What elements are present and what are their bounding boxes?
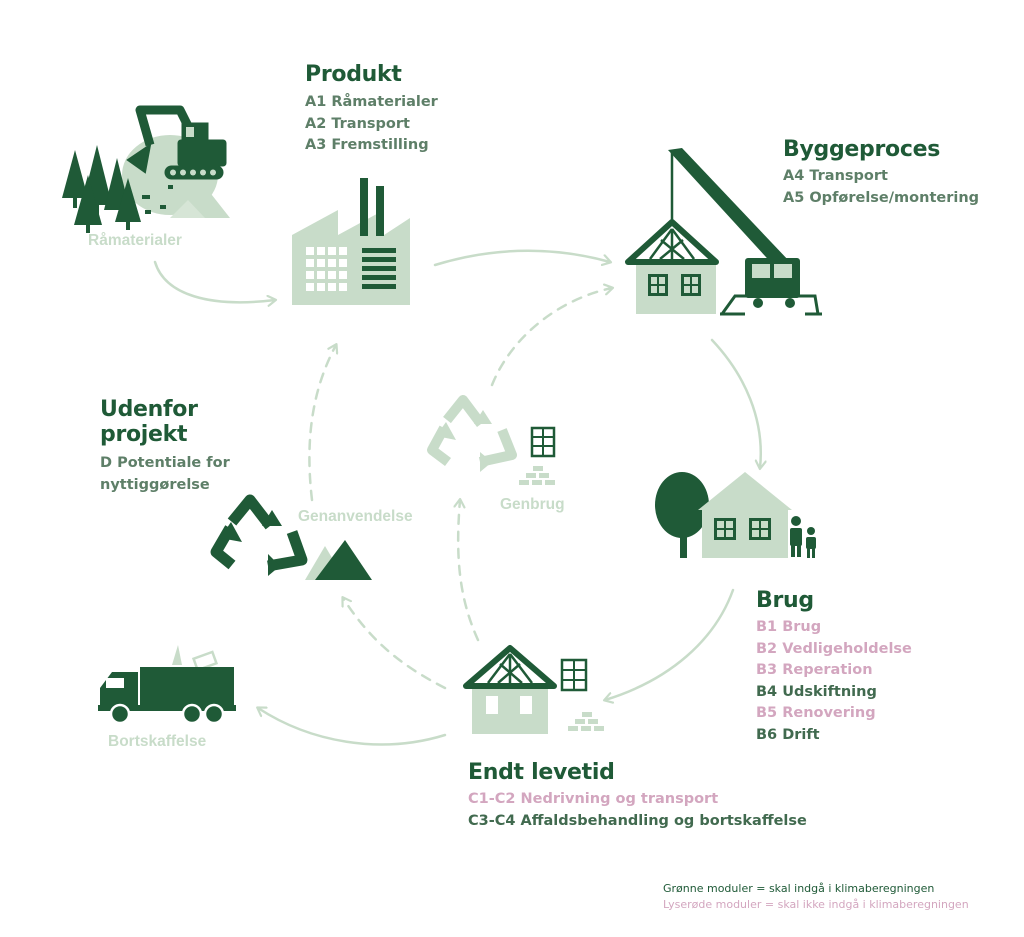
byggeproces-item-a5: A5 Opførelse/montering [783, 189, 980, 206]
label-bortskaffelse: Bortskaffelse [108, 733, 207, 750]
recycling-icon [210, 494, 372, 580]
arrow-use-to-endoflife [605, 588, 735, 700]
endt-levetid-list: C1-C2 Nedrivning og transport C3-C4 Affa… [468, 789, 807, 832]
use-icon [655, 472, 816, 558]
endt-levetid-title: Endt levetid [468, 760, 615, 785]
udenfor-title-line1: Udenfor [100, 397, 198, 422]
udenfor-projekt-desc: D Potentiale for nyttiggørelse [100, 453, 230, 496]
reuse-icon [427, 395, 556, 485]
end-of-life-icon [463, 645, 604, 734]
flow-arrows [153, 249, 761, 746]
arrow-reuse-to-build [490, 288, 612, 387]
produkt-list: A1 Råmaterialer A2 Transport A3 Fremstil… [305, 92, 438, 157]
produkt-title: Produkt [305, 62, 402, 87]
endt-levetid-item-c3c4: C3-C4 Affaldsbehandling og bortskaffelse [468, 812, 807, 829]
endt-levetid-item-c1c2: C1-C2 Nedrivning og transport [468, 791, 719, 807]
byggeproces-item-a4: A4 Transport [783, 168, 888, 184]
udenfor-desc-line2: nyttiggørelse [100, 476, 210, 493]
label-ramaterialer: Råmaterialer [88, 232, 182, 249]
produkt-item-a3: A3 Fremstilling [305, 137, 429, 153]
arrow-product-to-build [433, 249, 610, 267]
legend-green: Grønne moduler = skal indgå i klimabereg… [663, 882, 935, 895]
brug-item-b4: B4 Udskiftning [756, 683, 877, 700]
udenfor-desc-line1: D Potentiale for [100, 455, 230, 471]
brug-title: Brug [756, 588, 814, 613]
produkt-item-a2: A2 Transport [305, 115, 410, 132]
arrow-endoflife-to-disposal [258, 708, 447, 746]
arrow-build-to-use [710, 338, 761, 468]
label-genanvendelse: Genanvendelse [298, 508, 413, 525]
brug-item-b6: B6 Drift [756, 726, 820, 743]
factory-icon [292, 178, 410, 305]
produkt-item-a1: A1 Råmaterialer [305, 94, 438, 110]
arrow-endoflife-to-recycling [343, 598, 447, 690]
udenfor-projekt-title: Udenfor projekt [100, 397, 198, 447]
byggeproces-list: A4 Transport A5 Opførelse/montering [783, 166, 979, 209]
brug-item-b1: B1 Brug [756, 619, 822, 635]
byggeproces-title: Byggeproces [783, 137, 940, 162]
brug-item-b3: B3 Reperation [756, 662, 873, 678]
label-genbrug: Genbrug [500, 496, 565, 513]
brug-item-b2: B2 Vedligeholdelse [756, 640, 912, 657]
recycle-arrows [308, 288, 612, 690]
arrow-recycling-to-product [308, 345, 336, 502]
arrow-endoflife-to-reuse [458, 500, 480, 642]
brug-item-b5: B5 Renovering [756, 705, 876, 721]
disposal-icon [98, 645, 236, 725]
udenfor-title-line2: projekt [100, 422, 188, 447]
construction-icon [625, 148, 822, 316]
legend-pink: Lyserøde moduler = skal ikke indgå i kli… [663, 898, 969, 911]
arrow-raw-to-product [153, 260, 275, 302]
brug-list: B1 Brug B2 Vedligeholdelse B3 Reperation… [756, 617, 912, 746]
raw-materials-icon [62, 105, 230, 233]
